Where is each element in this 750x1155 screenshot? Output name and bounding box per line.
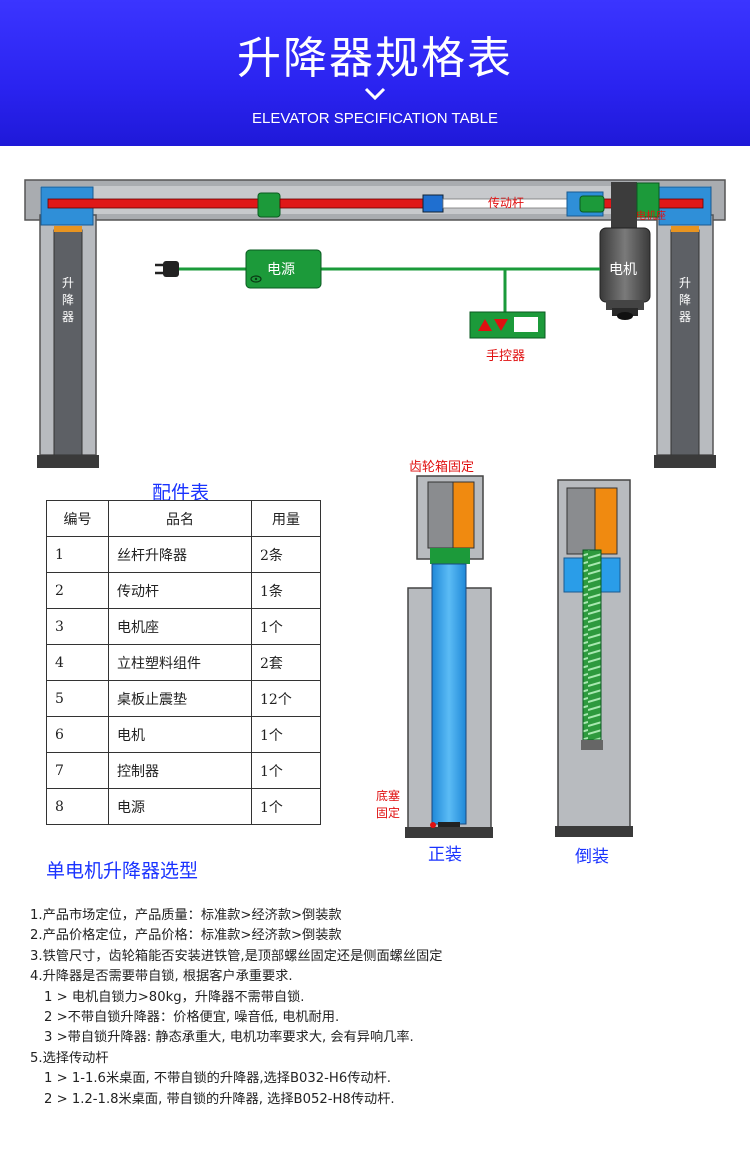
transmission-rod-label: 传动杆 <box>488 195 524 210</box>
table-header-row: 编号 品名 用量 <box>46 500 321 537</box>
column-header: 编号 <box>46 500 109 537</box>
table-row: 3 电机座 1个 <box>46 608 321 645</box>
part-number: 6 <box>46 716 109 753</box>
left-lift-label: 升 降 器 <box>62 276 74 324</box>
inverted-label: 倒装 <box>575 847 609 867</box>
part-quantity: 1个 <box>251 752 321 789</box>
right-lift-column <box>654 186 716 468</box>
power-cables <box>178 267 600 313</box>
part-number: 8 <box>46 788 109 825</box>
note-line: 2.产品价格定位，产品价格：标准款>经济款>倒装款 <box>30 928 342 944</box>
motor-seat <box>611 182 660 228</box>
motor-label: 电机 <box>609 262 637 278</box>
motor-seat-label: 电机座 <box>636 209 666 222</box>
note-line: 2 >不带自锁升降器：价格便宜, 噪音低, 电机耐用. <box>44 1010 340 1026</box>
down-arrow-icon <box>494 319 508 331</box>
part-quantity: 1个 <box>251 608 321 645</box>
upright-label: 正装 <box>428 845 462 865</box>
part-quantity: 1个 <box>251 716 321 753</box>
note-line: 4.升降器是否需要带自锁, 根据客户承重要求. <box>30 969 293 985</box>
selection-title: 单电机升降器选型 <box>46 860 199 882</box>
part-number: 2 <box>46 572 109 609</box>
note-line: 1.产品市场定位，产品质量：标准款>经济款>倒装款 <box>30 908 342 923</box>
part-name: 电机 <box>108 716 252 753</box>
table-row: 1 丝杆升降器 2条 <box>46 536 321 573</box>
up-arrow-icon <box>478 319 492 331</box>
svg-text:器: 器 <box>62 310 74 324</box>
part-number: 3 <box>46 608 109 645</box>
gearbox-fixed-label: 齿轮箱固定 <box>409 459 474 475</box>
motor <box>599 227 651 320</box>
selection-notes: 1.产品市场定位，产品质量：标准款>经济款>倒装款 2.产品价格定位，产品价格：… <box>30 906 442 1110</box>
table-row: 2 传动杆 1条 <box>46 572 321 609</box>
hand-controller-label: 手控器 <box>486 349 525 364</box>
svg-text:升: 升 <box>679 276 691 290</box>
part-quantity: 1条 <box>251 572 321 609</box>
bottom-plug-marker-icon <box>430 822 436 828</box>
part-quantity: 2套 <box>251 644 321 681</box>
table-row: 7 控制器 1个 <box>46 752 321 789</box>
part-number: 7 <box>46 752 109 789</box>
page-header: 升降器规格表 ELEVATOR SPECIFICATION TABLE <box>0 0 750 146</box>
chevron-down-icon <box>364 87 386 101</box>
part-quantity: 1个 <box>251 788 321 825</box>
part-name: 电源 <box>108 788 252 825</box>
parts-table-title: 配件表 <box>152 482 210 504</box>
table-row: 6 电机 1个 <box>46 716 321 753</box>
fixed-label: 固定 <box>376 805 400 820</box>
power-supply <box>245 249 322 289</box>
svg-text:降: 降 <box>679 293 691 307</box>
part-name: 立柱塑料组件 <box>108 644 252 681</box>
part-name: 电机座 <box>108 608 252 645</box>
note-line: 1 > 电机自锁力>80kg，升降器不需带自锁. <box>44 989 305 1005</box>
parts-table: 编号 品名 用量 1 丝杆升降器 2条 2 传动杆 1条 3 电机座 1个 4 … <box>46 500 321 825</box>
note-line: 2 > 1.2-1.8米桌面, 带自锁的升降器, 选择B052-H8传动杆. <box>44 1091 395 1107</box>
note-line: 3.铁管尺寸，齿轮箱能否安装进铁管,是顶部螺丝固定还是侧面螺丝固定 <box>30 948 443 964</box>
part-name: 传动杆 <box>108 572 252 609</box>
svg-text:降: 降 <box>62 293 74 307</box>
table-row: 8 电源 1个 <box>46 788 321 825</box>
column-header: 用量 <box>251 500 321 537</box>
note-line: 3 >带自锁升降器: 静态承重大, 电机功率要求大, 会有异响几率. <box>44 1030 414 1046</box>
part-name: 控制器 <box>108 752 252 789</box>
power-plug-icon <box>155 261 179 277</box>
part-name: 桌板止震垫 <box>108 680 252 717</box>
part-number: 1 <box>46 536 109 573</box>
note-line: 5.选择传动杆 <box>30 1050 109 1066</box>
elevator-diagram: 升 降 器 升 降 器 传动杆 电机座 电机 <box>24 179 726 867</box>
part-quantity: 12个 <box>251 680 321 717</box>
page-subtitle: ELEVATOR SPECIFICATION TABLE <box>252 110 498 127</box>
left-lift-column <box>37 186 99 468</box>
part-name: 丝杆升降器 <box>108 536 252 573</box>
power-label: 电源 <box>267 262 295 278</box>
right-lift-label: 升 降 器 <box>679 276 691 324</box>
svg-text:升: 升 <box>62 276 74 290</box>
table-row: 5 桌板止震垫 12个 <box>46 680 321 717</box>
upright-assembly <box>405 475 493 838</box>
hand-controller <box>469 311 546 339</box>
svg-text:器: 器 <box>679 310 691 324</box>
column-header: 品名 <box>108 500 252 537</box>
note-line: 1 > 1-1.6米桌面, 不带自锁的升降器,选择B032-H6传动杆. <box>44 1071 391 1087</box>
table-row: 4 立柱塑料组件 2套 <box>46 644 321 681</box>
part-quantity: 2条 <box>251 536 321 573</box>
part-number: 5 <box>46 680 109 717</box>
inverted-assembly <box>555 479 633 837</box>
part-number: 4 <box>46 644 109 681</box>
page-title: 升降器规格表 <box>237 33 513 84</box>
bottom-plug-label: 底塞 <box>376 788 400 803</box>
